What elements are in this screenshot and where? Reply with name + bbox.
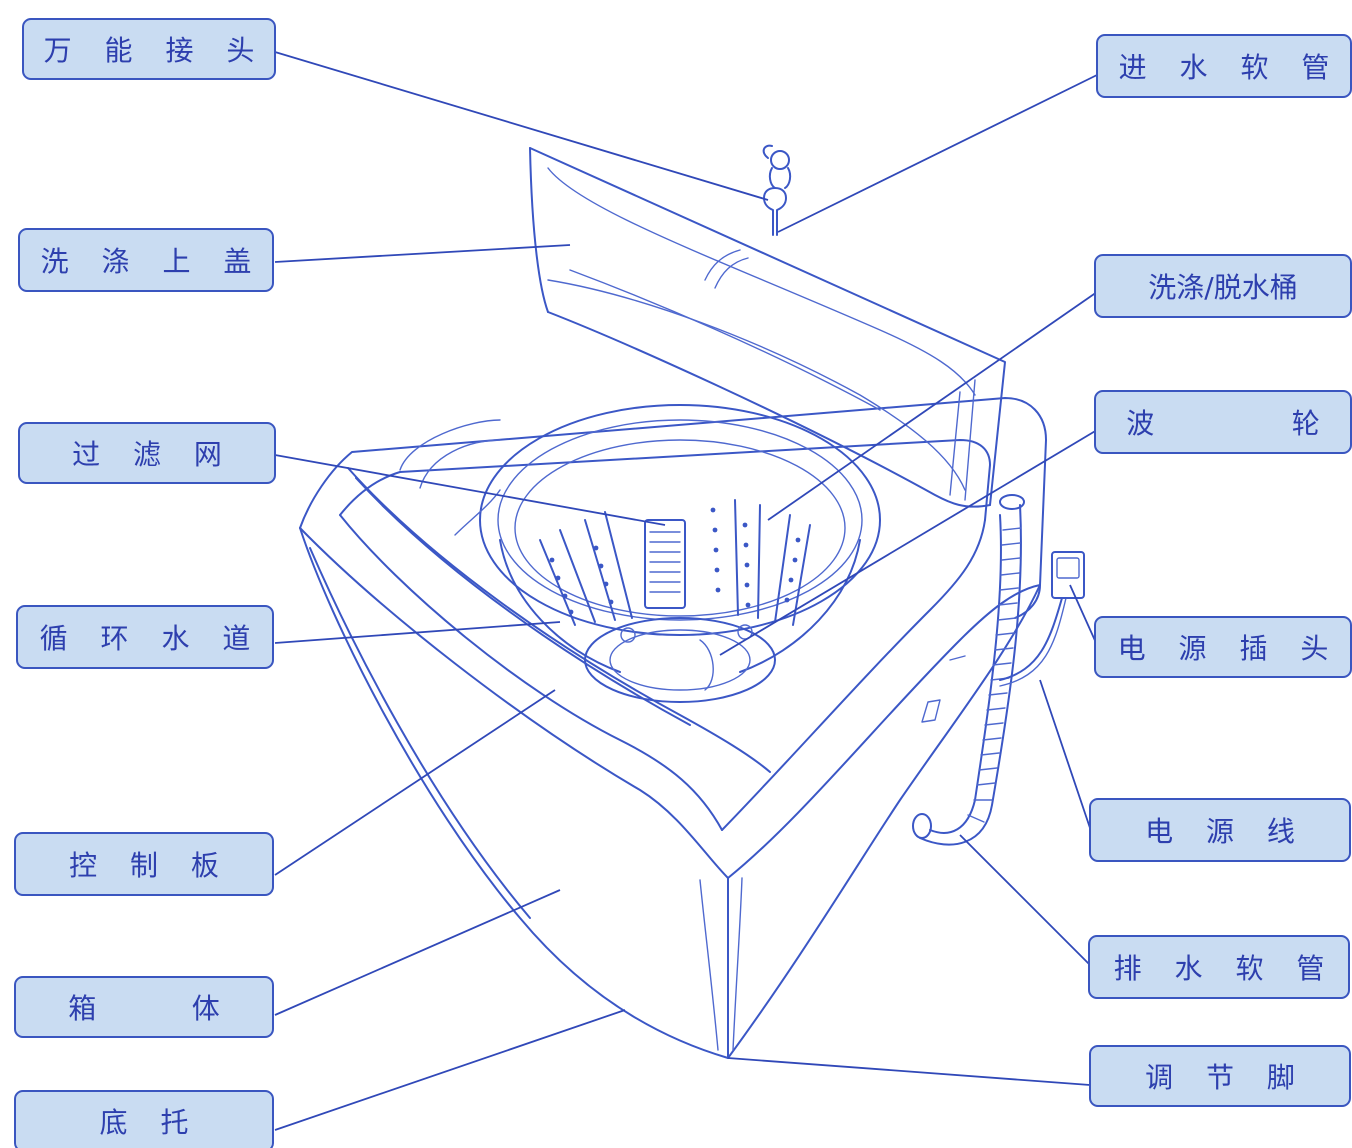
leader-adjustable-foot [727, 1057, 1091, 1086]
label-power-cord-text: 电 源 线 [1145, 815, 1307, 848]
leader-cabinet [274, 889, 561, 1016]
leader-power-plug [1069, 584, 1098, 646]
label-power-cord: 电 源 线 [1089, 798, 1351, 862]
leader-pulsator [719, 429, 1098, 656]
cabinet-outline [299, 397, 1047, 1059]
label-filter-net-text: 过 滤 网 [72, 438, 234, 471]
label-pulsator-text: 波 轮 [1126, 407, 1332, 440]
leader-base [274, 1009, 626, 1131]
label-circulation-channel-text: 循 环 水 道 [39, 622, 263, 655]
label-drain-hose: 排 水 软 管 [1088, 935, 1350, 999]
label-circulation-channel: 循 环 水 道 [16, 605, 274, 669]
leader-universal-connector [274, 51, 769, 201]
label-wash-spin-tub: 洗涤/脱水桶 [1094, 254, 1352, 318]
label-filter-net: 过 滤 网 [18, 422, 276, 484]
lid [529, 147, 1006, 508]
label-drain-hose-text: 排 水 软 管 [1113, 952, 1337, 985]
label-power-plug-text: 电 源 插 头 [1117, 632, 1341, 665]
tub [399, 404, 881, 703]
leader-wash-spin-tub [767, 291, 1098, 521]
label-universal-connector: 万 能 接 头 [22, 18, 276, 80]
label-inlet-hose: 进 水 软 管 [1096, 34, 1352, 98]
leader-lines [274, 51, 1098, 1131]
drain-hose-drawing [912, 494, 1025, 846]
leader-filter-net [274, 454, 666, 526]
leader-inlet-hose [777, 74, 1098, 233]
leader-drain-hose [959, 834, 1091, 966]
label-pulsator: 波 轮 [1094, 390, 1352, 454]
label-cabinet: 箱 体 [14, 976, 274, 1038]
label-cabinet-text: 箱 体 [68, 992, 232, 1025]
leader-control-panel [274, 689, 556, 876]
label-control-panel-text: 控 制 板 [69, 849, 231, 882]
label-control-panel: 控 制 板 [14, 832, 274, 896]
label-base-text: 底 托 [99, 1106, 201, 1139]
universal-connector-drawing [762, 144, 792, 236]
power-cord-drawing [921, 551, 1085, 723]
label-inlet-hose-text: 进 水 软 管 [1118, 51, 1342, 84]
label-universal-connector-text: 万 能 接 头 [43, 34, 267, 67]
leader-circulation-channel [274, 621, 561, 644]
label-wash-lid-text: 洗 涤 上 盖 [40, 245, 264, 278]
label-base: 底 托 [14, 1090, 274, 1148]
leader-power-cord [1039, 679, 1091, 829]
label-wash-lid: 洗 涤 上 盖 [18, 228, 274, 292]
label-adjustable-foot: 调 节 脚 [1089, 1045, 1351, 1107]
leader-wash-lid [274, 244, 571, 263]
label-adjustable-foot-text: 调 节 脚 [1145, 1061, 1307, 1094]
label-wash-spin-tub-text: 洗涤/脱水桶 [1148, 271, 1298, 304]
label-power-plug: 电 源 插 头 [1094, 616, 1352, 678]
